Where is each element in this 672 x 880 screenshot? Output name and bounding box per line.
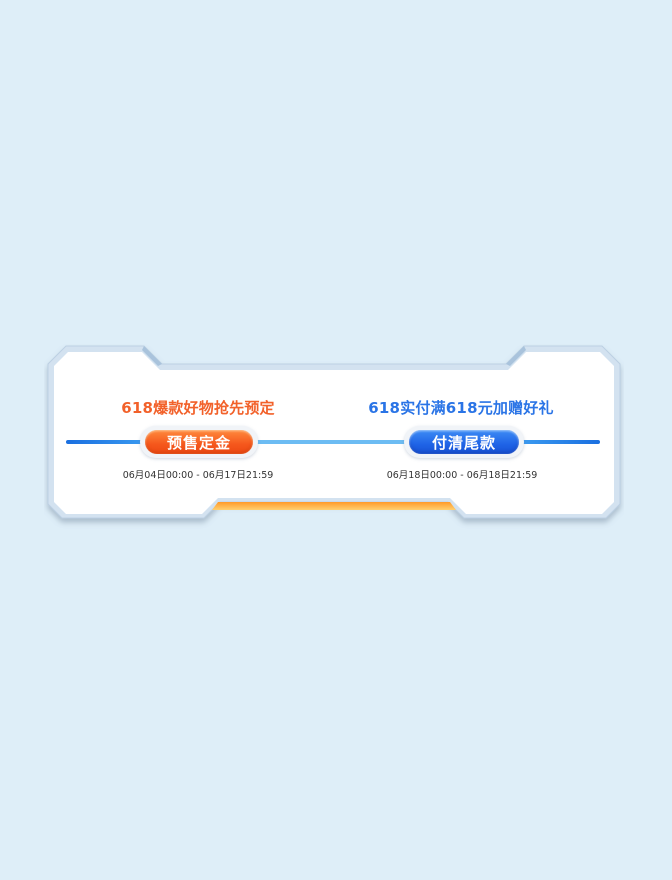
presale-stage-title: 618爆款好物抢先预定	[121, 399, 275, 417]
presale-deposit-button[interactable]: 预售定金	[145, 430, 253, 454]
timeline-segment-right	[522, 440, 600, 444]
presale-timeline-panel	[44, 344, 624, 534]
final-payment-button-ring: 付清尾款	[404, 426, 524, 458]
final-payment-date-range: 06月18日00:00 - 06月18日21:59	[386, 470, 538, 481]
panel-frame-shape	[47, 345, 621, 519]
presale-date-range: 06月04日00:00 - 06月17日21:59	[122, 470, 274, 481]
timeline-segment-left	[66, 440, 146, 444]
final-payment-stage-title: 618实付满618元加赠好礼	[368, 399, 554, 417]
presale-deposit-button-ring: 预售定金	[140, 426, 258, 458]
final-payment-button[interactable]: 付清尾款	[409, 430, 519, 454]
timeline-segment-middle	[256, 440, 408, 444]
